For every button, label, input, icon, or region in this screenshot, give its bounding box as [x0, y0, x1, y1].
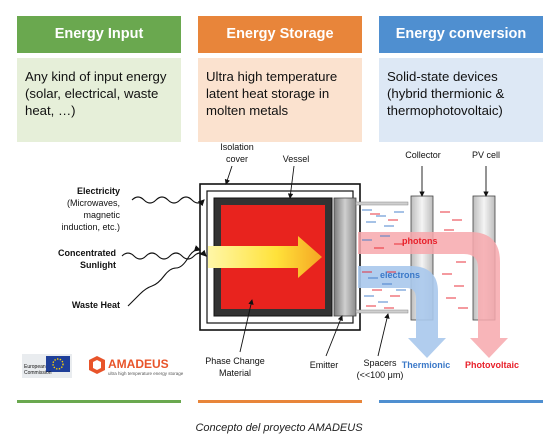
- storage-bottom-bar: [198, 400, 362, 403]
- photovoltaic-label: Photovoltaic: [464, 360, 519, 370]
- electricity-detail-1: (Microwaves,: [66, 198, 120, 208]
- photon-band: [358, 232, 508, 358]
- energy-conversion-panel: Solid-state devices (hybrid thermionic &…: [379, 58, 543, 142]
- sunlight-arrow: [208, 236, 322, 278]
- spacers-label-1: Spacers: [363, 358, 397, 368]
- spacers-label-2: (<<100 μm): [356, 370, 404, 380]
- emitter-label: Emitter: [309, 360, 339, 370]
- sunlight-label-2: Sunlight: [80, 260, 116, 270]
- electron-particles: [362, 209, 406, 303]
- energy-storage-header: Energy Storage: [198, 16, 362, 53]
- waste-heat-label: Waste Heat: [71, 300, 120, 310]
- sunlight-label-1: Concentrated: [57, 248, 116, 258]
- pv-cell-label: PV cell: [471, 150, 500, 160]
- photons-label: photons: [402, 236, 438, 246]
- figure-caption: Concepto del proyecto AMADEUS: [195, 422, 363, 434]
- energy-conversion-header: Energy conversion: [379, 16, 543, 53]
- emitter: [333, 197, 357, 317]
- vessel-label: Vessel: [282, 154, 310, 164]
- input-bottom-bar: [17, 400, 181, 403]
- energy-input-panel: Any kind of input energy (solar, electri…: [17, 58, 181, 142]
- electron-band: [358, 266, 446, 358]
- electricity-label: Electricity: [76, 186, 120, 196]
- electricity-detail-2: magnetic: [83, 210, 120, 220]
- photon-particles: [362, 211, 468, 309]
- electrons-label: electrons: [380, 270, 421, 280]
- thermionic-label: Thermionic: [401, 360, 451, 370]
- amadeus-logo-tagline: ultra high temperature energy storage: [108, 371, 184, 376]
- european-commission-logo: [22, 354, 72, 378]
- isolation-cover: [199, 183, 361, 331]
- sunlight-wave: [121, 249, 207, 260]
- isolation-cover-label-1: Isolation: [220, 142, 254, 152]
- energy-storage-panel: Ultra high temperature latent heat stora…: [198, 58, 362, 142]
- electricity-detail-3: induction, etc.): [61, 222, 120, 232]
- electricity-wave: [131, 196, 205, 207]
- european-commission-text-2: Commission: [24, 370, 52, 376]
- waste-heat-wave: [127, 245, 202, 307]
- phase-change-material-label-2: Material: [218, 368, 251, 378]
- energy-input-header: Energy Input: [17, 16, 181, 53]
- phase-change-material-label-1: Phase Change: [205, 356, 265, 366]
- amadeus-logo-mark: [89, 356, 105, 374]
- amadeus-logo-name: AMADEUS: [108, 357, 169, 371]
- european-commission-text-1: European: [24, 364, 46, 370]
- isolation-cover-label-2: cover: [225, 154, 248, 164]
- conversion-bottom-bar: [379, 400, 543, 403]
- collector-label: Collector: [405, 150, 441, 160]
